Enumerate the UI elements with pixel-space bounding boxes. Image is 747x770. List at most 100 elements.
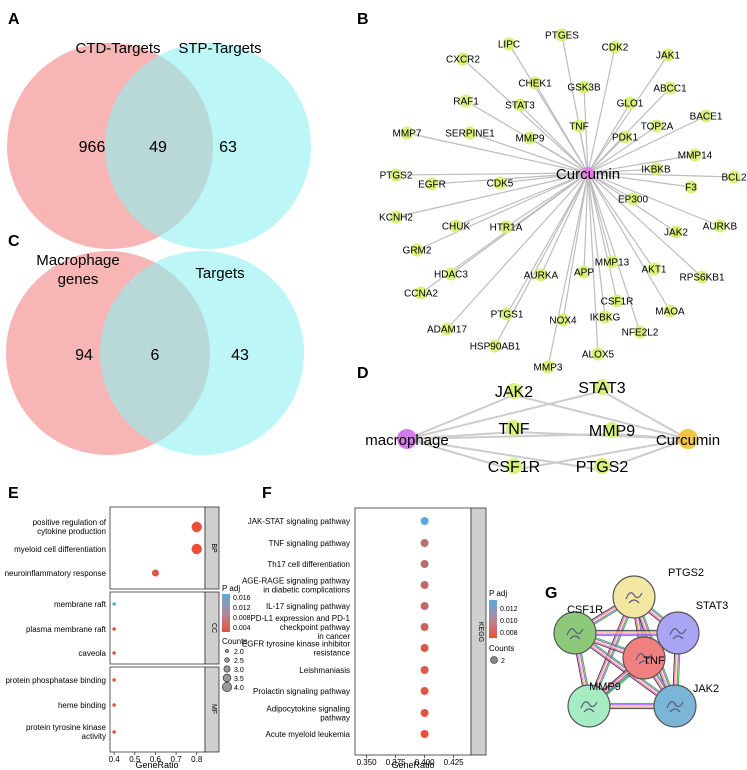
network-b-edge <box>499 172 589 184</box>
network-b-edge <box>529 137 589 174</box>
network-b-node-rps6kb1: RPS6KB1 <box>679 270 725 284</box>
dotplot-e-term-label: positive regulation of <box>33 518 107 527</box>
network-b-node-circle <box>608 40 622 54</box>
string-node-csf1r: CSF1R <box>553 604 603 655</box>
dotplot-e-point <box>112 651 116 655</box>
network-b-edge <box>416 172 589 251</box>
network-b-node-jak1: JAK1 <box>656 48 680 62</box>
network-b-node-label: TOP2A <box>641 122 674 133</box>
network-d-node-circle <box>594 458 610 474</box>
dotplot-e-point <box>191 543 202 555</box>
network-b-edge <box>587 172 655 270</box>
network-b-edge <box>587 172 721 227</box>
network-b-node-hdac3: HDAC3 <box>434 267 468 281</box>
dotplot-e-term-label: caveola <box>78 649 106 658</box>
network-b-center-node <box>582 167 594 179</box>
network-b-node-label: ADAM17 <box>427 325 467 336</box>
network-b-node-circle <box>502 37 516 51</box>
facet-strip-label-cc: CC <box>210 623 217 633</box>
dotplot-e-term-label: cytokine production <box>37 527 106 536</box>
network-b-node-circle <box>650 119 664 133</box>
dotplot-e-term-label: activity <box>82 732 106 741</box>
network-b-node-mmp3: MMP3 <box>534 360 563 374</box>
network-b-node-circle <box>623 96 637 110</box>
network-b-edge <box>562 172 589 321</box>
dotplot-e-point <box>112 602 116 606</box>
string-node-mmp9: MMP9 <box>567 681 621 728</box>
network-d-node-stat3: STAT3 <box>578 379 626 397</box>
network-b-node-circle <box>555 28 569 42</box>
network-b-node-label: NFE2L2 <box>622 328 659 339</box>
dotplot-f-point <box>420 623 429 631</box>
dotplot-e-point <box>112 730 116 734</box>
network-d-node-label: CSF1R <box>488 459 540 476</box>
network-b-node-label: NOX4 <box>549 316 577 327</box>
dotplot-f-point <box>420 687 429 695</box>
venn-c-left-count: 94 <box>75 347 93 364</box>
network-b-node-circle <box>610 294 624 308</box>
network-b-node-circle <box>591 347 605 361</box>
network-b-edge <box>583 172 589 273</box>
network-b-edge <box>587 125 658 174</box>
legend-e-counts-tick: 3.5 <box>234 676 244 683</box>
panel-a: A CTD-Targets STP-Targets 966 49 63 <box>7 11 311 249</box>
network-b-node-top2a: TOP2A <box>641 119 674 133</box>
dotplot-e-x-tick-label: 0.8 <box>191 755 203 764</box>
legend-e-counts-items: 2.02.53.03.54.0 <box>222 649 244 692</box>
network-b-node-label: CDK2 <box>602 43 629 54</box>
network-b-node-circle <box>647 262 661 276</box>
network-b-node-circle <box>425 177 439 191</box>
network-b-node-label: HDAC3 <box>434 270 468 281</box>
network-b-node-circle <box>499 220 513 234</box>
network-b-node-label: AURKA <box>524 271 559 282</box>
network-b-node-label: BACE1 <box>690 112 723 123</box>
network-b-edge <box>506 172 589 315</box>
dotplot-f-point <box>420 539 429 547</box>
dotplot-f-x-title: GeneRatio <box>391 760 434 770</box>
network-b-node-circle <box>577 80 591 94</box>
dotplot-f-x-tick-label: 0.350 <box>357 758 378 767</box>
venn-a-right-count: 63 <box>219 139 237 156</box>
network-b-node-label: AURKB <box>703 222 738 233</box>
network-d-node-csf1r: CSF1R <box>488 458 540 476</box>
panel-label-g: G <box>545 585 557 602</box>
network-b-node-gsk3b: GSK3B <box>567 80 601 94</box>
legend-f-padj-tick-3: 0.008 <box>500 630 518 637</box>
network-b-node-chuk: CHUK <box>442 219 470 233</box>
network-b-edge <box>587 172 599 355</box>
legend-f-counts-symbol <box>490 656 498 664</box>
network-b-edge <box>462 58 589 174</box>
dotplot-e-points <box>112 521 202 734</box>
network-d-edge <box>513 438 689 471</box>
dotplot-e-x-tick-label: 0.6 <box>150 755 162 764</box>
network-b-edge <box>583 86 589 174</box>
string-node-circle <box>612 575 656 619</box>
network-b-edge <box>406 132 589 174</box>
network-b-node-bcl2: BCL2 <box>721 170 747 184</box>
network-b-node-label: MMP9 <box>516 134 545 145</box>
network-b-node-adam17: ADAM17 <box>427 322 467 336</box>
network-d-node-label: MMP9 <box>589 423 635 440</box>
dotplot-f-point <box>420 666 429 674</box>
dotplot-f-term-label: in cancer <box>318 632 351 641</box>
network-b-node-raf1: RAF1 <box>453 94 479 108</box>
network-b-edge <box>505 172 589 228</box>
dotplot-e-term-label: plasma membrane raft <box>26 625 107 634</box>
network-b-node-label: CHEK1 <box>518 79 552 90</box>
network-b-node-cxcr2: CXCR2 <box>446 52 480 66</box>
dotplot-f-point <box>420 560 429 568</box>
dotplot-e-point <box>151 569 159 577</box>
dotplot-f-term-label: in diabetic complications <box>263 586 350 595</box>
network-b-node-egfr: EGFR <box>418 177 446 191</box>
network-b-node-circle <box>541 360 555 374</box>
dotplot-f-x-tick-label: 0.425 <box>444 758 465 767</box>
network-b-node-abcc1: ABCC1 <box>653 81 687 95</box>
network-d-node-ptgs2: PTGS2 <box>576 458 628 476</box>
facet-strip-label-bp: BP <box>210 543 217 553</box>
dotplot-f-point <box>420 517 429 525</box>
string-node-label: JAK2 <box>693 683 719 695</box>
